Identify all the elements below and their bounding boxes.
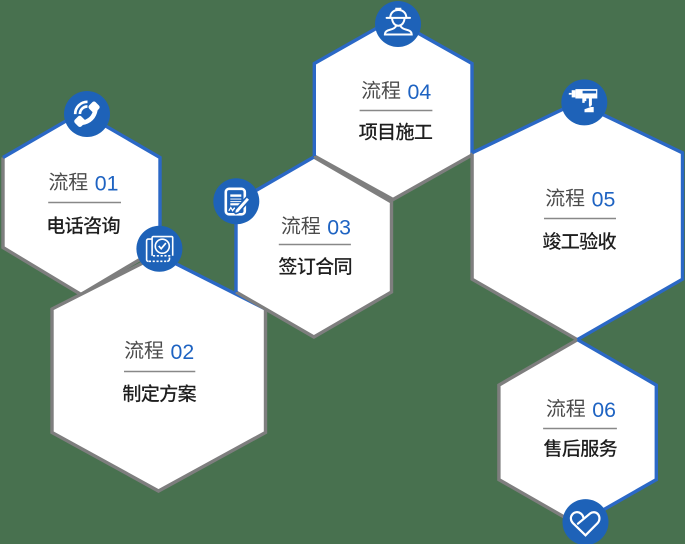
svg-text:05: 05 xyxy=(592,188,616,212)
svg-text:03: 03 xyxy=(327,215,351,239)
svg-text:06: 06 xyxy=(592,398,616,422)
svg-text:04: 04 xyxy=(408,80,432,104)
svg-text:02: 02 xyxy=(171,340,195,364)
svg-text:01: 01 xyxy=(95,172,119,196)
